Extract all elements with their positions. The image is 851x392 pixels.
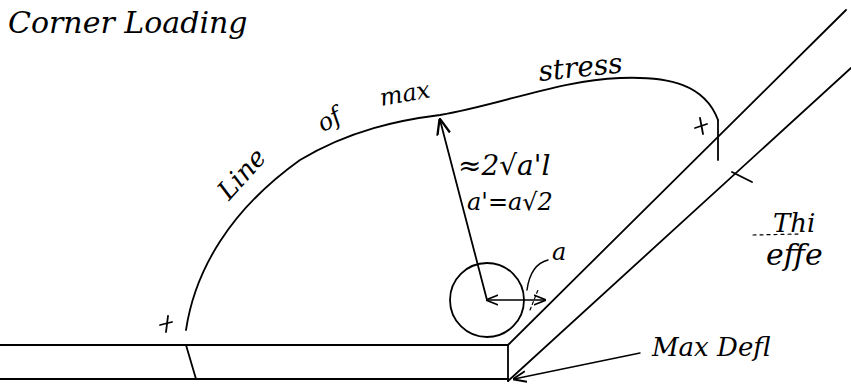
title: Corner Loading [8,8,248,38]
formula-label: ≈2√a'l [458,152,550,180]
formula-label: a'=a√2 [467,190,553,214]
curve-label: Line [213,144,271,204]
note-text: effe [766,240,823,270]
curve-label: max [378,78,432,110]
dimension-label: a [552,240,566,264]
callout-label: Max Defl [652,334,771,360]
note-text: Thi [773,210,815,236]
curve-label: stress [537,49,624,86]
curve-label: of [313,104,345,136]
